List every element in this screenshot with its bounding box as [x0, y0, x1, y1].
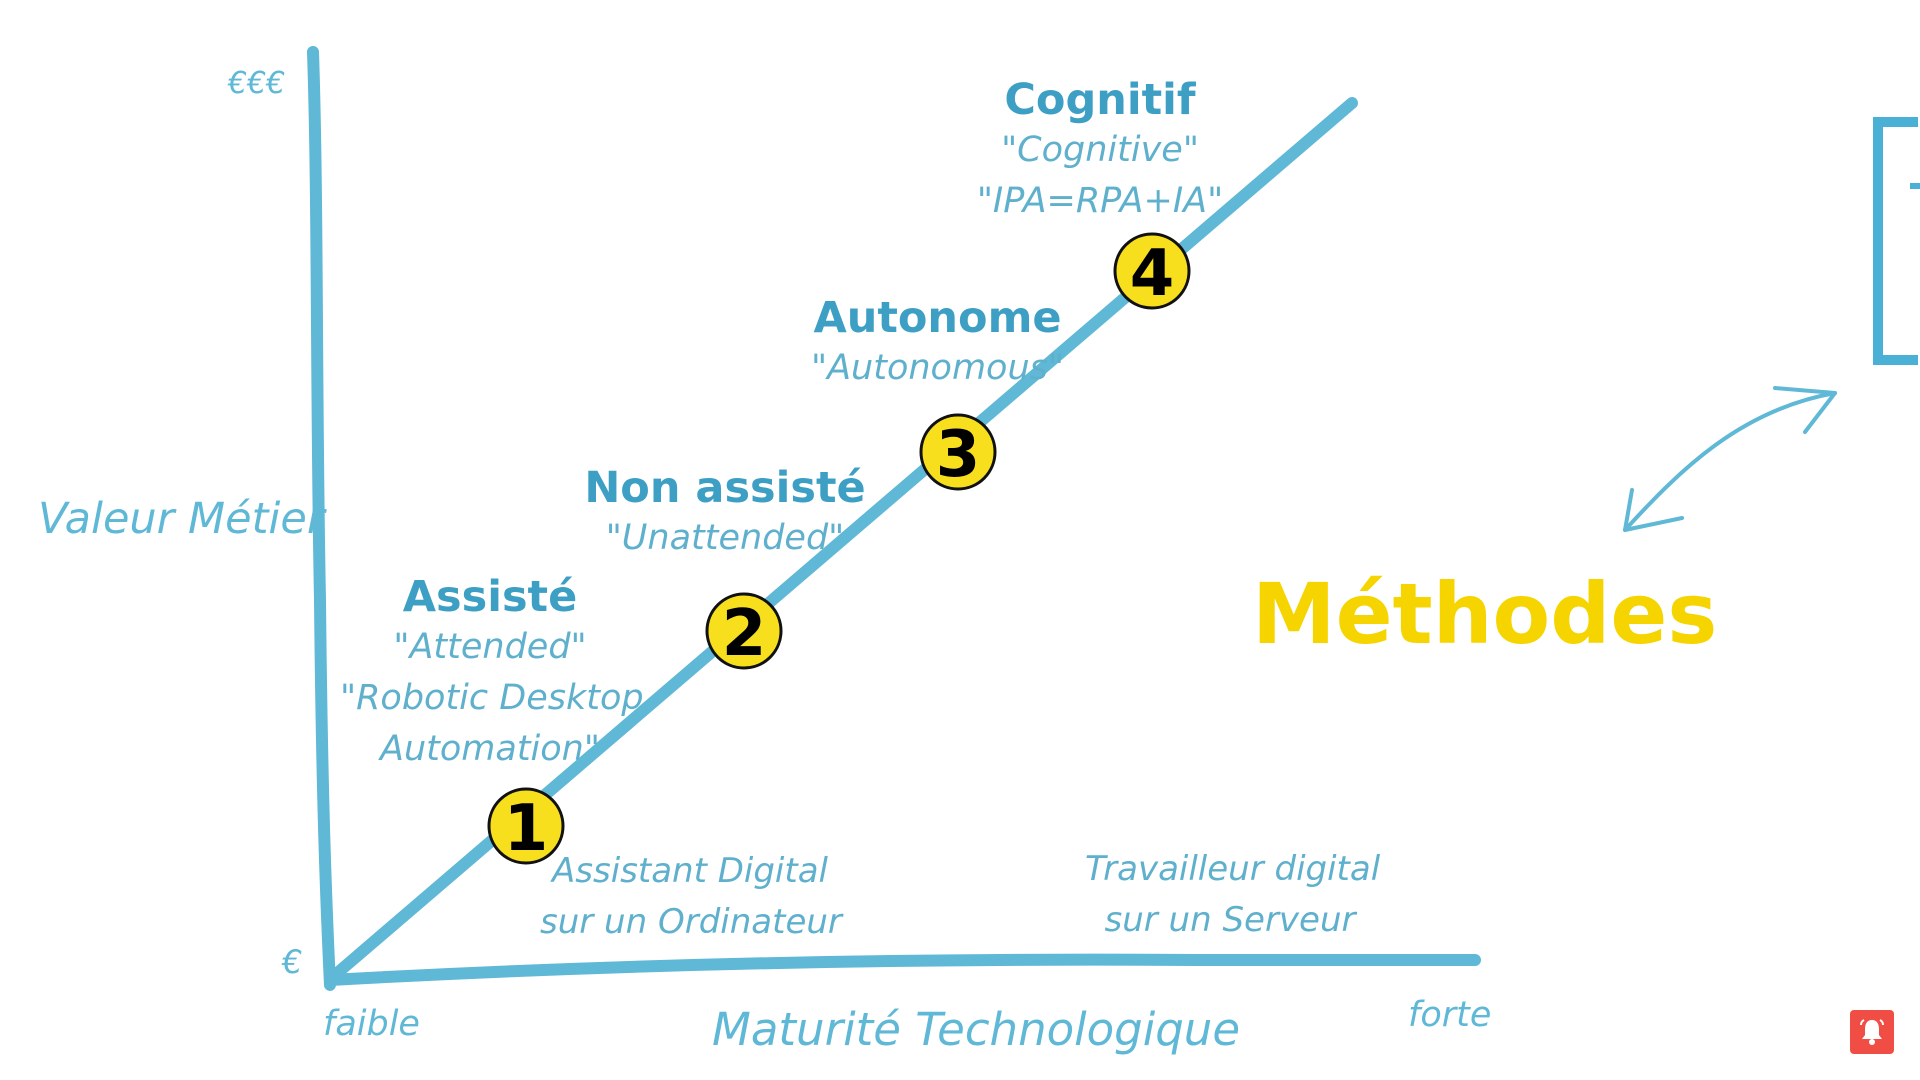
badge-number: 4 — [1130, 237, 1175, 311]
stage-subtitle-line: "Unattended" — [605, 518, 845, 558]
side-frame-mark — [1910, 183, 1920, 189]
note-line: Assistant Digital — [552, 851, 828, 891]
x-right-label: forte — [1408, 995, 1492, 1035]
note-left: Assistant Digital sur un Ordinateur — [540, 846, 842, 948]
stage-title: Non assisté — [584, 463, 866, 513]
y-bottom-label: € — [282, 943, 303, 981]
note-line: Travailleur digital — [1085, 849, 1381, 889]
stage-title: Cognitif — [1004, 75, 1196, 125]
stage-title: Autonome — [813, 293, 1062, 343]
badge-number: 1 — [504, 792, 549, 866]
x-left-label: faible — [323, 1004, 420, 1044]
stage-title: Assisté — [402, 572, 578, 622]
badge-4: 4 — [1113, 232, 1191, 311]
x-axis-title: Maturité Technologique — [712, 1003, 1241, 1056]
badge-number: 2 — [722, 597, 767, 671]
y-top-label: €€€ — [228, 66, 286, 101]
stage-3-label: Autonome "Autonomous" — [800, 293, 1075, 394]
badge-3: 3 — [919, 413, 997, 492]
badge-1: 1 — [487, 787, 565, 866]
note-line: sur un Ordinateur — [540, 902, 842, 942]
stage-subtitle-line: "Attended" — [393, 627, 587, 667]
x-axis-line — [324, 953, 1481, 986]
stage-subtitle-line: "Autonomous" — [811, 348, 1064, 388]
y-axis-line — [307, 46, 336, 991]
stage-subtitle-line: "Cognitive" — [1001, 130, 1199, 170]
stage-subtitle-line: Automation" — [380, 729, 600, 769]
stage-4-label: Cognitif "Cognitive" "IPA=RPA+IA" — [960, 75, 1240, 227]
bell-icon — [1860, 1019, 1884, 1045]
double-arrow-icon — [1623, 386, 1837, 532]
stage-subtitle-line: "IPA=RPA+IA" — [976, 181, 1224, 221]
bell-button[interactable] — [1850, 1010, 1894, 1054]
stage-1-label: Assisté "Attended" "Robotic Desktop Auto… — [340, 572, 644, 775]
methodes-title: Méthodes — [1252, 565, 1718, 663]
badge-2: 2 — [705, 592, 783, 671]
note-line: sur un Serveur — [1104, 900, 1356, 940]
badge-number: 3 — [936, 418, 981, 492]
stage-2-label: Non assisté "Unattended" — [580, 463, 870, 564]
y-axis-title: Valeur Métier — [38, 494, 325, 544]
note-right: Travailleur digital sur un Serveur — [1085, 844, 1381, 946]
stage-subtitle-line: "Robotic Desktop — [340, 678, 644, 718]
side-frame — [1873, 117, 1918, 365]
